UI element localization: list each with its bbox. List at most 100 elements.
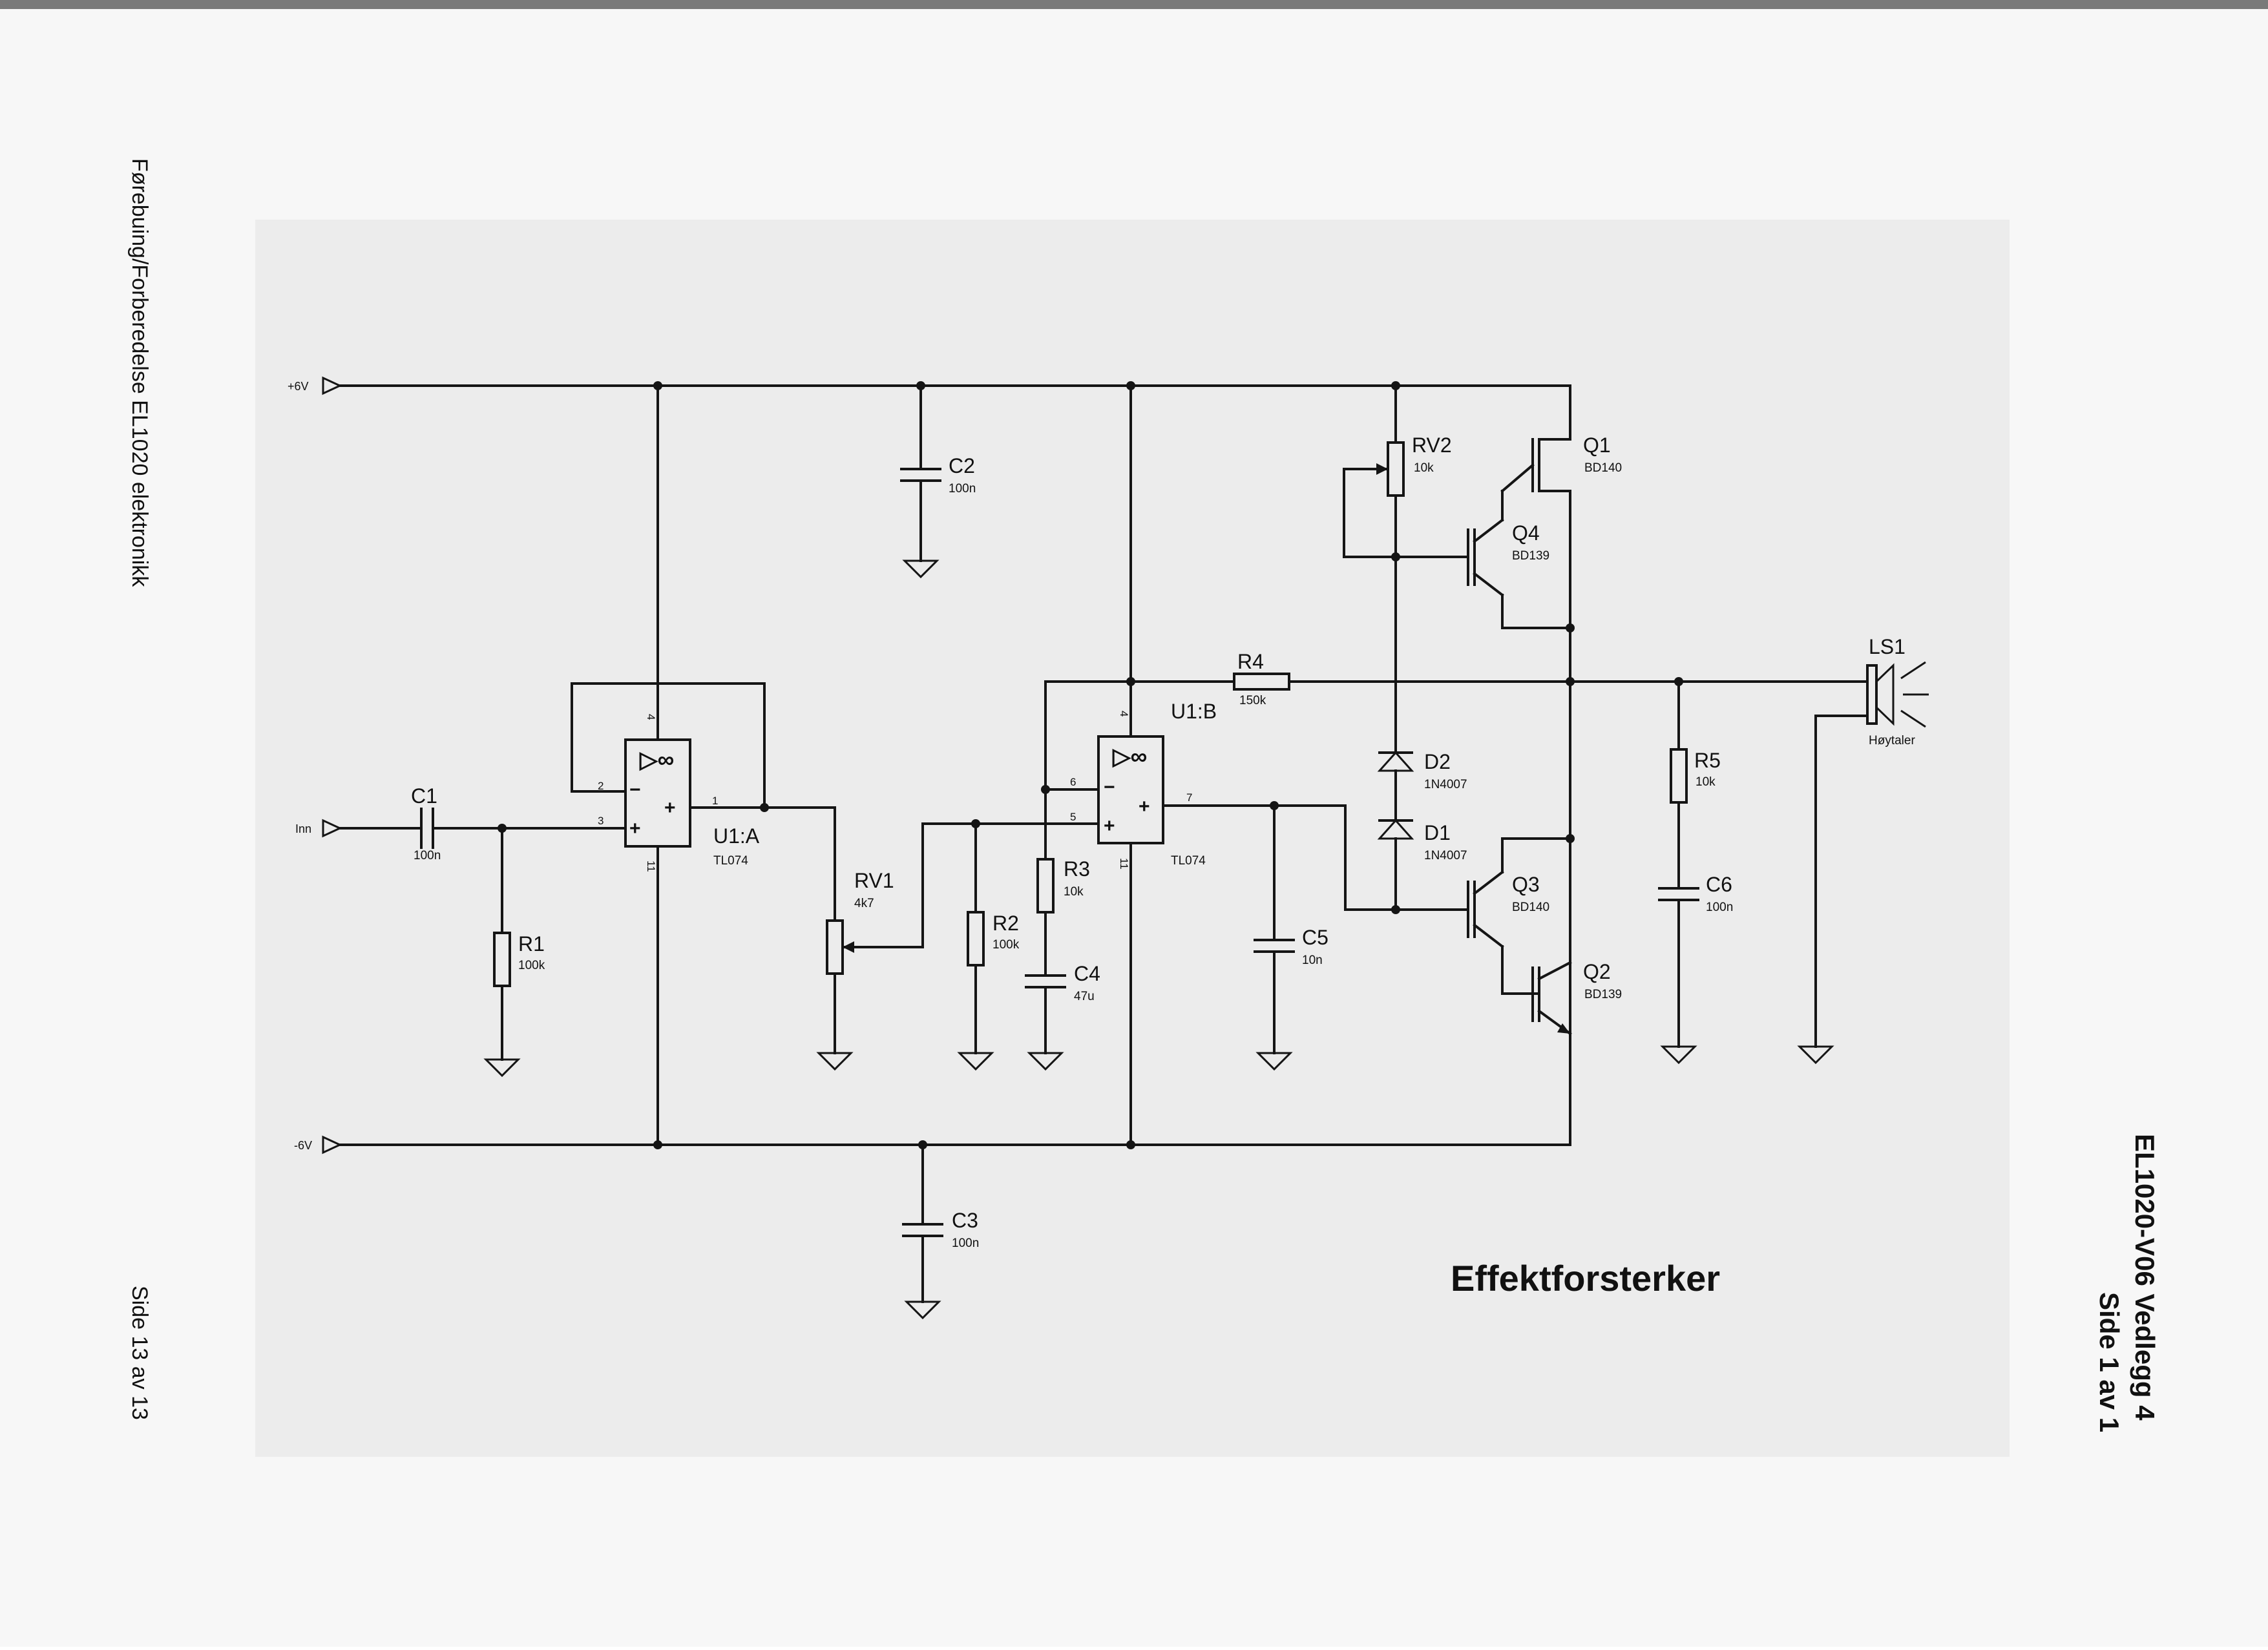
top-edge-shadow [0,0,2268,9]
rail-minus-label: -6V [294,1139,312,1152]
opamp-u1a: ▷∞ − + + 2 3 1 4 11 U1:A TL074 [598,384,760,1146]
r1-value: 100k [518,959,545,972]
r3-ref: R3 [1064,857,1090,881]
rv1-value: 4k7 [854,897,874,910]
transistor-q2: Q2 BD139 [1531,960,1622,1036]
u1b-pin-7: 7 [1186,791,1192,804]
u1a-pin-2: 2 [598,780,604,792]
drawing-area [255,220,2010,1457]
u1b-plus: + [1104,815,1115,837]
r2-ref: R2 [992,912,1019,935]
u1b-pin-6: 6 [1070,776,1076,788]
r2-value: 100k [992,938,1020,952]
d1-ref: D1 [1424,821,1451,844]
u1a-pin-4: 4 [645,714,657,720]
u1a-value: TL074 [713,854,748,868]
u1a-pin-11: 11 [645,861,657,872]
resistor-r2: R2 100k [957,822,1020,1071]
u1b-wiring [1044,680,1469,911]
rail-minus: -6V [294,1065,1571,1154]
u1a-plus: + [629,818,641,839]
capacitor-c6: C6 100n [1658,873,1733,1065]
u1b-symbol: ▷∞ [1112,743,1147,769]
resistor-r3: R3 10k [1036,788,1090,977]
q4-ref: Q4 [1512,521,1540,545]
c2-value: 100n [949,482,976,496]
u1b-pin-4: 4 [1118,711,1130,716]
c5-ref: C5 [1302,926,1328,949]
transistor-q3: Q3 BD140 [1467,837,1571,995]
transistor-q1: Q1 BD140 [1531,433,1622,1070]
u1a-pin-3: 3 [598,815,604,827]
q2-ref: Q2 [1583,960,1611,983]
d2-value: 1N4007 [1424,778,1467,791]
u1b-pin-5: 5 [1070,811,1076,823]
d1-value: 1N4007 [1424,849,1467,862]
q1-value: BD140 [1584,461,1622,475]
input-port: Inn [295,819,342,838]
q1-ref: Q1 [1583,433,1611,457]
side-header-text: Førebuing/Forberedelse EL1020 elektronik… [127,158,152,587]
c4-value: 47u [1074,990,1095,1003]
u1a-wiring [571,682,836,922]
opamp-u1b: ▷∞ − + + 6 5 7 4 11 U1:B TL074 [1070,384,1217,1146]
r3-value: 10k [1064,885,1084,899]
c1-value: 100n [414,849,441,862]
u1b-minus: − [1104,777,1115,798]
r5-value: 10k [1696,775,1716,789]
rv2-value: 10k [1414,461,1434,475]
q3-value: BD140 [1512,901,1549,914]
rail-plus: +6V [288,376,1571,441]
diode-d1: D1 1N4007 [1377,819,1467,911]
rail-plus-label: +6V [288,380,309,393]
c3-ref: C3 [952,1209,978,1232]
rv2-ref: RV2 [1412,433,1452,457]
diode-d2: D2 1N4007 [1377,750,1467,822]
resistor-r4: R4 150k [1233,650,1869,707]
c6-ref: C6 [1706,873,1732,896]
c5-value: 10n [1302,954,1323,967]
resistor-r1: R1 100k [483,827,545,1078]
capacitor-c3: C3 100n [902,1144,979,1320]
u1a-symbol: ▷∞ [639,746,674,773]
c3-value: 100n [952,1237,979,1250]
u1b-value: TL074 [1171,854,1206,868]
capacitor-c4: C4 47u [1025,962,1100,1071]
r4-value: 150k [1239,694,1266,707]
c1-ref: C1 [411,784,437,808]
c2-ref: C2 [949,454,975,477]
input-label: Inn [295,822,311,835]
capacitor-c5: C5 10n [1254,804,1328,1071]
potentiometer-rv2: RV2 10k [1343,384,1469,754]
u1a-pin-1: 1 [712,795,718,807]
doc-page: Side 1 av 1 [2094,1292,2125,1432]
transistor-q4: Q4 BD139 [1467,463,1571,629]
u1a-plus-out: + [664,797,676,819]
u1a-ref: U1:A [713,824,760,848]
c4-ref: C4 [1074,962,1100,985]
ls1-ref: LS1 [1869,635,1906,658]
c6-value: 100n [1706,901,1733,914]
d2-ref: D2 [1424,750,1451,773]
u1b-plus-out: + [1139,796,1150,817]
r4-ref: R4 [1237,650,1264,673]
capacitor-c2: C2 100n [900,384,976,579]
r5-ref: R5 [1694,749,1721,772]
u1b-pin-11: 11 [1118,858,1130,870]
doc-reference: EL1020-V06 Vedlegg 4 [2130,1134,2160,1421]
q3-ref: Q3 [1512,873,1540,896]
side-page-number: Side 13 av 13 [127,1286,152,1420]
r1-ref: R1 [518,932,545,956]
q4-value: BD139 [1512,549,1549,563]
u1b-ref: U1:B [1171,700,1217,723]
schematic-title: Effektforsterker [1451,1258,1720,1299]
ls1-value: Høytaler [1869,734,1915,747]
potentiometer-rv1: RV1 4k7 [816,822,1100,1071]
resistor-r5: R5 10k [1670,680,1721,890]
u1a-minus: − [629,779,641,800]
speaker-ls1: LS1 Høytaler [1797,635,1929,1065]
junctions [498,381,1683,1149]
q2-value: BD139 [1584,988,1622,1001]
